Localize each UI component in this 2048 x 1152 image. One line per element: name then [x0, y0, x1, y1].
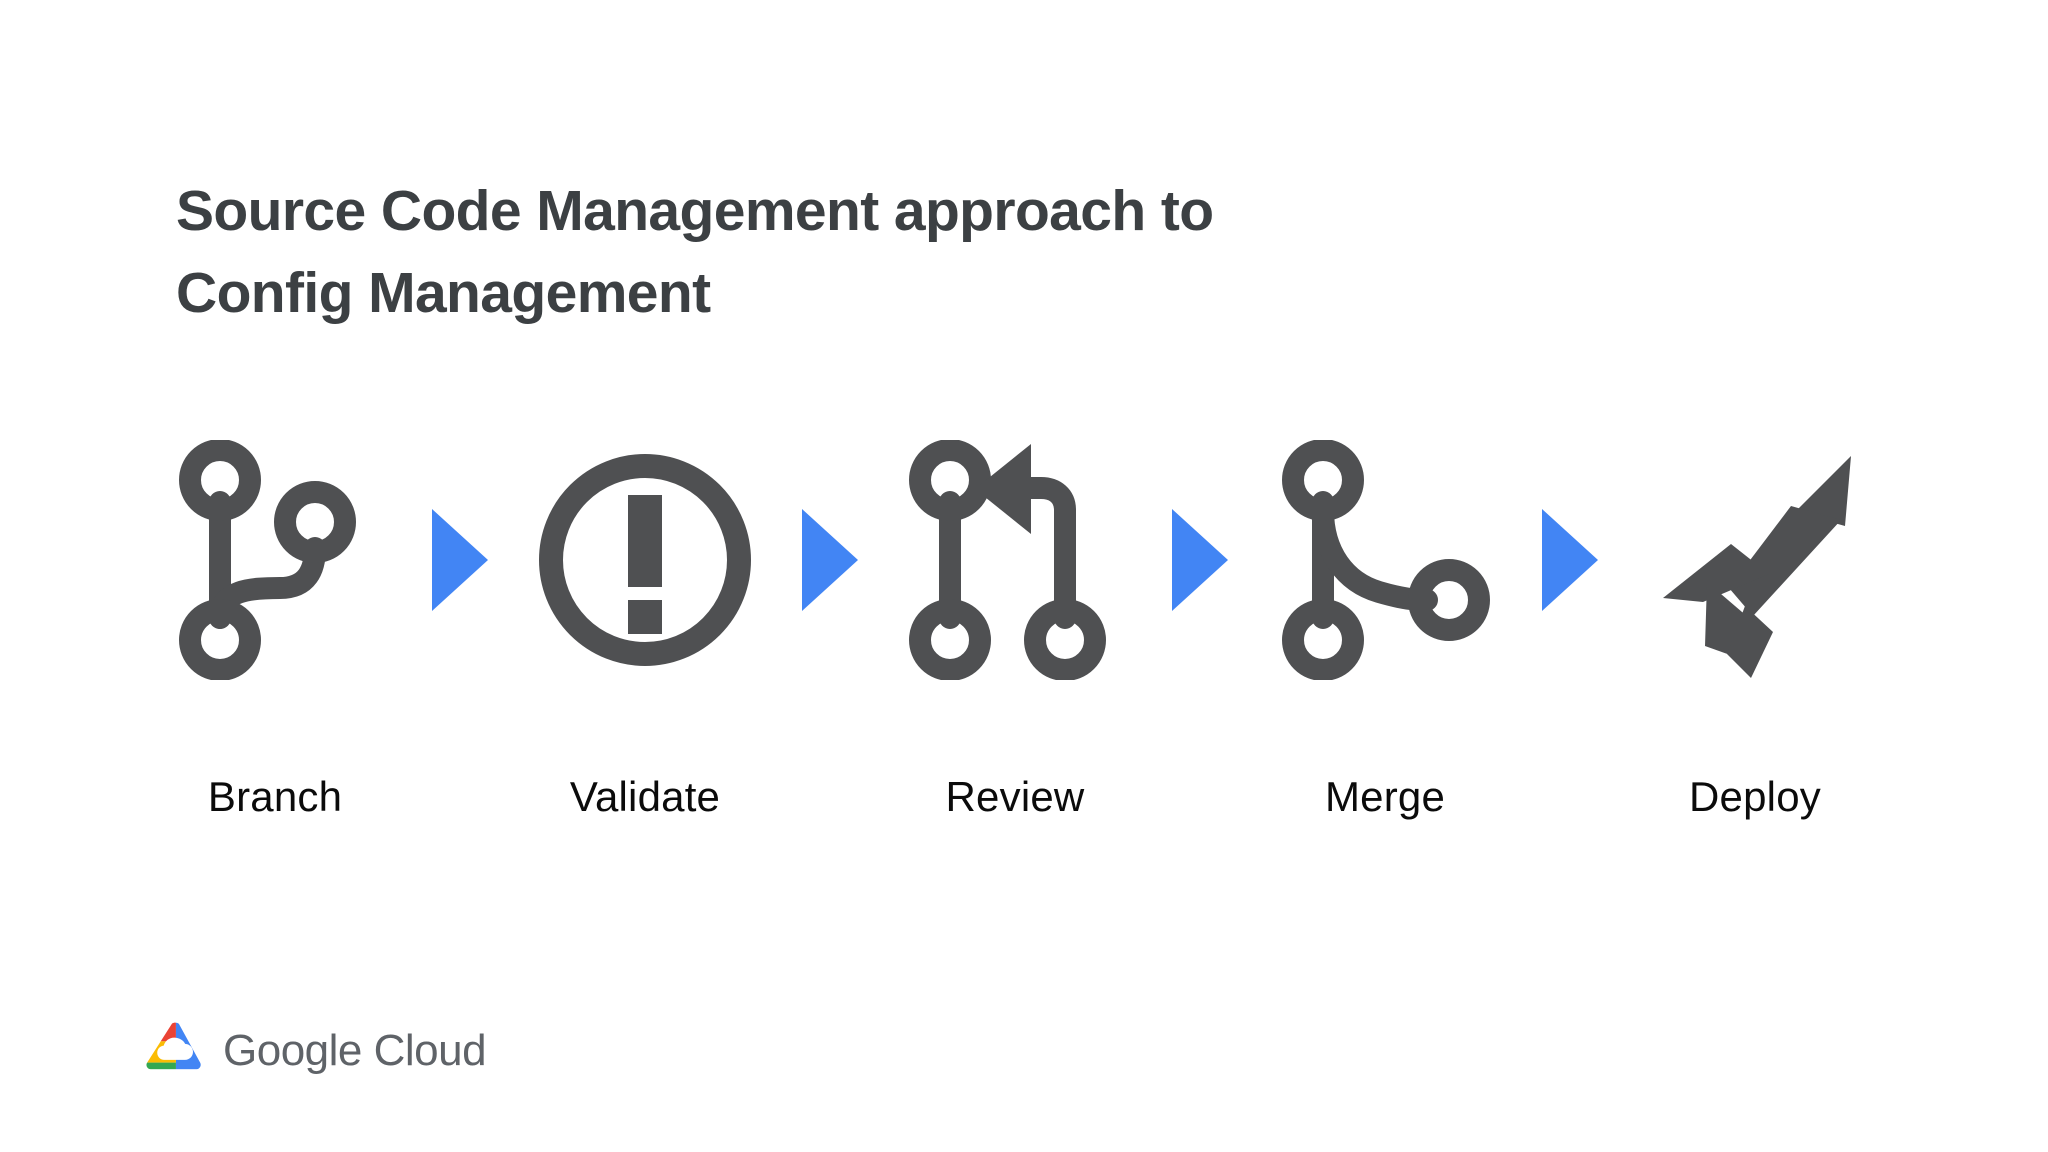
workflow-diagram: [150, 400, 1930, 720]
git-merge-icon: [1282, 440, 1490, 680]
flow-step-validate: [520, 410, 770, 710]
flow-step-deploy: [1630, 410, 1880, 710]
flow-arrow-4: [1510, 410, 1630, 710]
chevron-right-arrow-icon: [432, 509, 488, 611]
google-cloud-wordmark: Google Cloud: [223, 1026, 487, 1075]
chevron-right-arrow-icon: [1542, 509, 1598, 611]
chevron-right-arrow-icon: [802, 509, 858, 611]
page-title-line-2: Config Management: [176, 261, 711, 325]
flow-label-merge: Merge: [1324, 773, 1446, 820]
flow-step-branch: [150, 410, 400, 710]
page-title: Source Code Management approach to Confi…: [176, 170, 1576, 334]
flow-arrow-2: [770, 410, 890, 710]
google-cloud-logo-mark-icon: [146, 1022, 201, 1070]
flow-arrow-3: [1140, 410, 1260, 710]
flow-step-review: [890, 410, 1140, 710]
git-branch-icon: [179, 440, 356, 680]
google-cloud-logo: Google Cloud: [143, 1020, 487, 1082]
workflow-labels: Branch Validate Review Merge Deploy: [150, 762, 1930, 832]
flow-label-deploy: Deploy: [1689, 773, 1821, 820]
flow-arrow-1: [400, 410, 520, 710]
flow-label-review: Review: [945, 773, 1085, 820]
flow-step-merge: [1260, 410, 1510, 710]
flow-label-validate: Validate: [569, 773, 721, 820]
exclamation-circle-icon: [539, 454, 751, 666]
rocket-icon: [1663, 456, 1851, 678]
page-title-line-1: Source Code Management approach to: [176, 179, 1214, 243]
pull-request-icon: [909, 440, 1106, 680]
chevron-right-arrow-icon: [1172, 509, 1228, 611]
flow-label-branch: Branch: [207, 773, 343, 820]
